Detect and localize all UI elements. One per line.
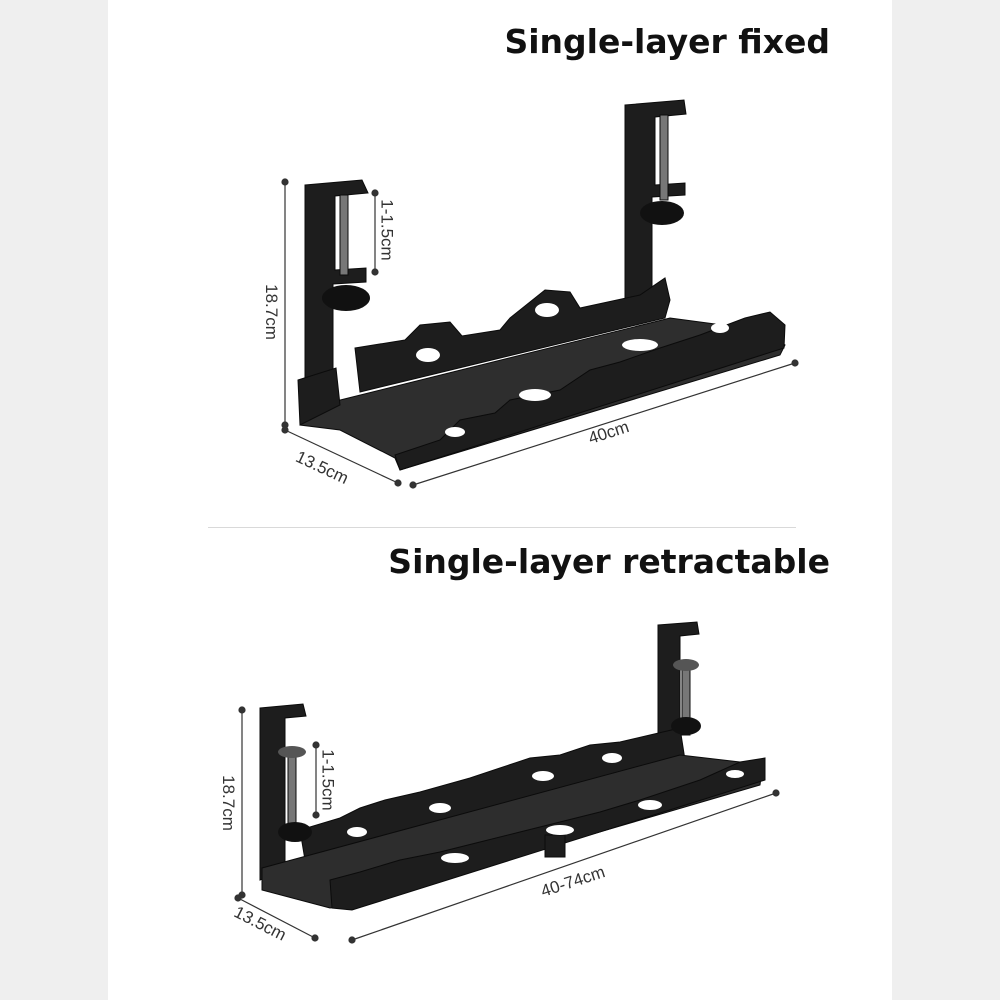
panel-title-retractable: Single-layer retractable [388, 542, 830, 581]
left-margin [0, 0, 108, 1000]
retractable-clamp-label: 1-1.5cm [318, 749, 338, 811]
panel-title-fixed: Single-layer fixed [504, 22, 830, 61]
section-divider [208, 527, 796, 528]
retractable-height-label: 18.7cm [218, 775, 238, 831]
right-margin [892, 0, 1000, 1000]
